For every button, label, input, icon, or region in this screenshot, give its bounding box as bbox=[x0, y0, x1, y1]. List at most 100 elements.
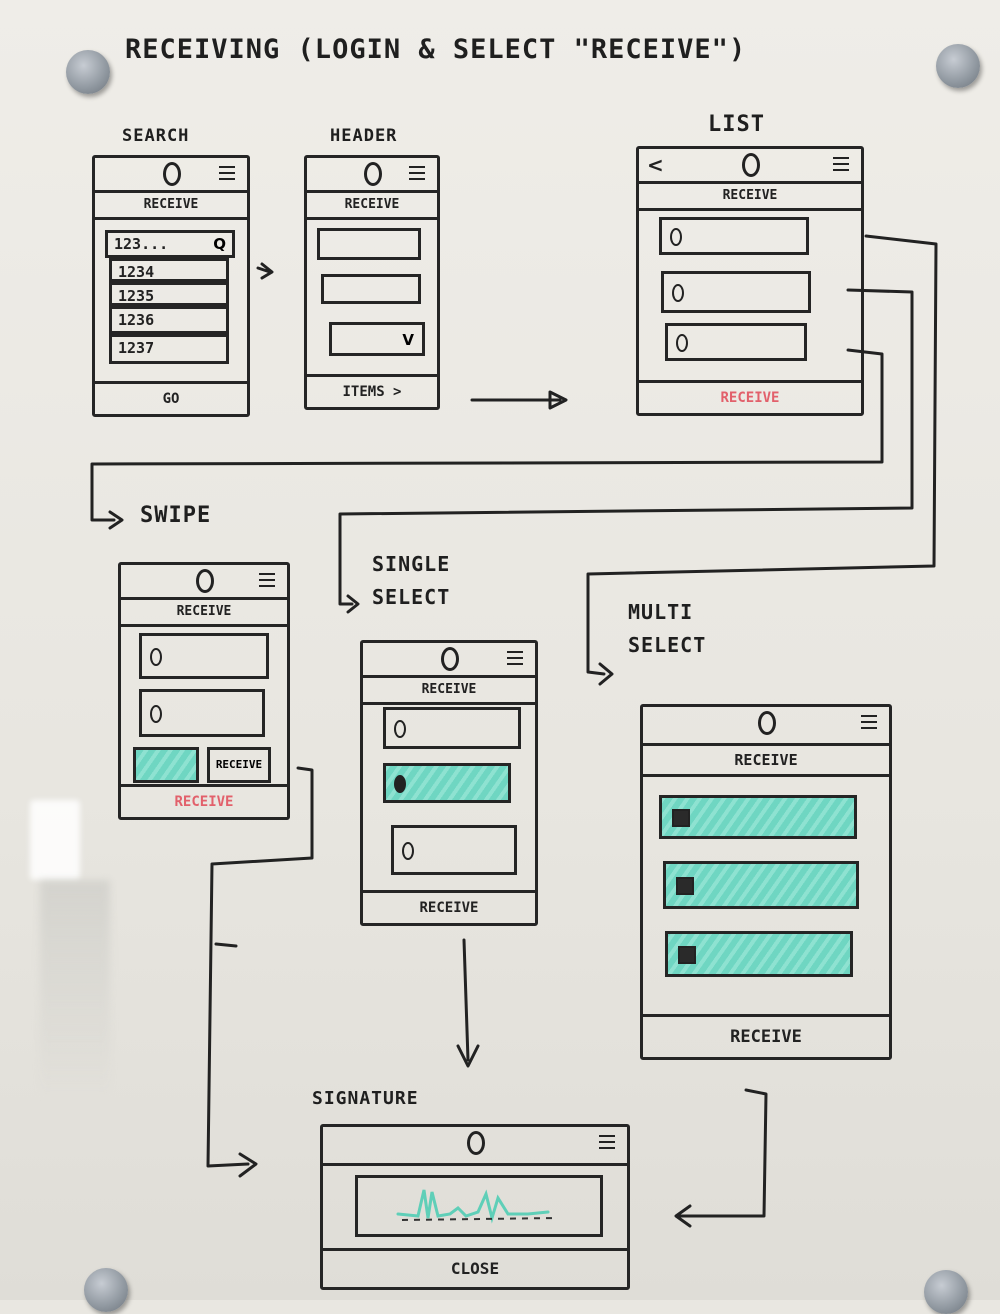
menu-icon[interactable] bbox=[507, 651, 523, 665]
list-item[interactable]: 1237 bbox=[109, 334, 229, 364]
menu-icon[interactable] bbox=[599, 1135, 615, 1149]
logo-icon bbox=[196, 569, 214, 593]
swipe-screen-subheader: RECEIVE bbox=[121, 600, 287, 627]
menu-icon[interactable] bbox=[861, 715, 877, 729]
flow-arrow-search-to-header bbox=[256, 262, 274, 280]
single-select-screen: RECEIVE RECEIVE bbox=[360, 640, 538, 926]
item-indicator bbox=[394, 720, 406, 738]
mounting-pin-top-right bbox=[936, 44, 980, 88]
signature-stroke bbox=[396, 1189, 559, 1224]
list-item[interactable] bbox=[661, 271, 811, 313]
flow-arrow-header-to-list bbox=[470, 390, 568, 410]
item-indicator bbox=[150, 705, 162, 723]
close-button[interactable]: CLOSE bbox=[323, 1248, 627, 1287]
flow-line-list-to-swipe bbox=[90, 348, 884, 522]
checkbox-checked[interactable] bbox=[672, 809, 690, 827]
item-indicator bbox=[676, 334, 688, 352]
header-screen: RECEIVE V ITEMS > bbox=[304, 155, 440, 410]
header-screen-subheader: RECEIVE bbox=[307, 193, 437, 220]
search-input[interactable]: 123... Q bbox=[105, 230, 235, 258]
list-screen: < RECEIVE RECEIVE bbox=[636, 146, 864, 416]
list-item[interactable] bbox=[665, 323, 807, 361]
logo-icon bbox=[742, 153, 760, 177]
list-item-selected[interactable] bbox=[659, 795, 857, 839]
menu-icon[interactable] bbox=[833, 157, 849, 171]
items-button[interactable]: ITEMS > bbox=[307, 374, 437, 407]
logo-icon bbox=[758, 711, 776, 735]
menu-icon[interactable] bbox=[219, 166, 235, 180]
go-button[interactable]: GO bbox=[95, 381, 247, 414]
search-screen: RECEIVE 123... Q 1234 1235 1236 1237 GO bbox=[92, 155, 250, 417]
checkbox-checked[interactable] bbox=[678, 946, 696, 964]
label-single-select-line1: SINGLE bbox=[372, 552, 451, 576]
logo-icon bbox=[467, 1131, 485, 1155]
logo-icon bbox=[441, 647, 459, 671]
swipe-receive-action[interactable]: RECEIVE bbox=[207, 747, 271, 783]
signature-screen: CLOSE bbox=[320, 1124, 630, 1290]
flow-line-swipe-to-signature bbox=[206, 766, 314, 1168]
multi-select-screen-header bbox=[643, 707, 889, 746]
list-item[interactable] bbox=[139, 633, 269, 679]
signature-screen-header bbox=[323, 1127, 627, 1166]
label-signature: SIGNATURE bbox=[312, 1088, 419, 1109]
light-reflection bbox=[40, 880, 110, 1100]
list-item[interactable]: 1235 bbox=[109, 282, 229, 306]
item-indicator bbox=[670, 228, 682, 246]
swiped-item[interactable] bbox=[133, 747, 199, 783]
header-field[interactable] bbox=[321, 274, 421, 304]
menu-icon[interactable] bbox=[259, 573, 275, 587]
list-item[interactable] bbox=[139, 689, 265, 737]
list-item[interactable] bbox=[383, 707, 521, 749]
list-item[interactable]: 1234 bbox=[109, 258, 229, 282]
search-screen-subheader: RECEIVE bbox=[95, 193, 247, 220]
list-screen-subheader: RECEIVE bbox=[639, 184, 861, 211]
label-list: LIST bbox=[708, 112, 765, 137]
label-search: SEARCH bbox=[122, 126, 190, 146]
item-indicator bbox=[394, 775, 406, 793]
label-multi-select-line2: SELECT bbox=[628, 633, 707, 657]
header-dropdown[interactable]: V bbox=[329, 322, 425, 356]
light-glare bbox=[30, 800, 80, 880]
label-single-select-line2: SELECT bbox=[372, 585, 451, 609]
header-screen-header bbox=[307, 158, 437, 193]
signature-pad[interactable] bbox=[355, 1175, 603, 1237]
multi-select-screen-subheader: RECEIVE bbox=[643, 746, 889, 777]
label-multi-select-line1: MULTI bbox=[628, 600, 694, 624]
back-icon[interactable]: < bbox=[647, 153, 664, 177]
search-input-value: 123... bbox=[114, 235, 169, 253]
single-select-screen-subheader: RECEIVE bbox=[363, 678, 535, 705]
receive-button[interactable]: RECEIVE bbox=[639, 380, 861, 413]
checkbox-checked[interactable] bbox=[676, 877, 694, 895]
header-field[interactable] bbox=[317, 228, 421, 260]
search-screen-header bbox=[95, 158, 247, 193]
swipe-screen: RECEIVE RECEIVE RECEIVE bbox=[118, 562, 290, 820]
multi-select-screen: RECEIVE RECEIVE bbox=[640, 704, 892, 1060]
single-select-screen-header bbox=[363, 643, 535, 678]
diagram-title: RECEIVING (LOGIN & SELECT "RECEIVE") bbox=[125, 34, 747, 65]
menu-icon[interactable] bbox=[409, 166, 425, 180]
flow-line-list-to-multi bbox=[586, 234, 938, 676]
list-item-label: 1234 bbox=[118, 263, 155, 281]
mounting-pin-top-left bbox=[66, 50, 110, 94]
flow-line-single-to-signature bbox=[462, 938, 470, 1062]
list-item-label: 1235 bbox=[118, 287, 155, 305]
receive-button[interactable]: RECEIVE bbox=[643, 1014, 889, 1057]
receive-button[interactable]: RECEIVE bbox=[121, 784, 287, 817]
list-item-selected[interactable] bbox=[383, 763, 511, 803]
list-screen-header: < bbox=[639, 149, 861, 184]
list-item-label: 1236 bbox=[118, 311, 155, 329]
list-item[interactable] bbox=[391, 825, 517, 875]
logo-icon bbox=[364, 162, 382, 186]
list-item-selected[interactable] bbox=[665, 931, 853, 977]
flow-line-list-to-single bbox=[338, 288, 914, 606]
list-item[interactable]: 1236 bbox=[109, 306, 229, 334]
chevron-down-icon: V bbox=[402, 331, 414, 349]
search-icon[interactable]: Q bbox=[213, 235, 226, 253]
item-indicator bbox=[150, 648, 162, 666]
label-header: HEADER bbox=[330, 126, 398, 146]
list-item[interactable] bbox=[659, 217, 809, 255]
receive-button[interactable]: RECEIVE bbox=[363, 890, 535, 923]
list-item-selected[interactable] bbox=[663, 861, 859, 909]
label-swipe: SWIPE bbox=[140, 503, 212, 528]
